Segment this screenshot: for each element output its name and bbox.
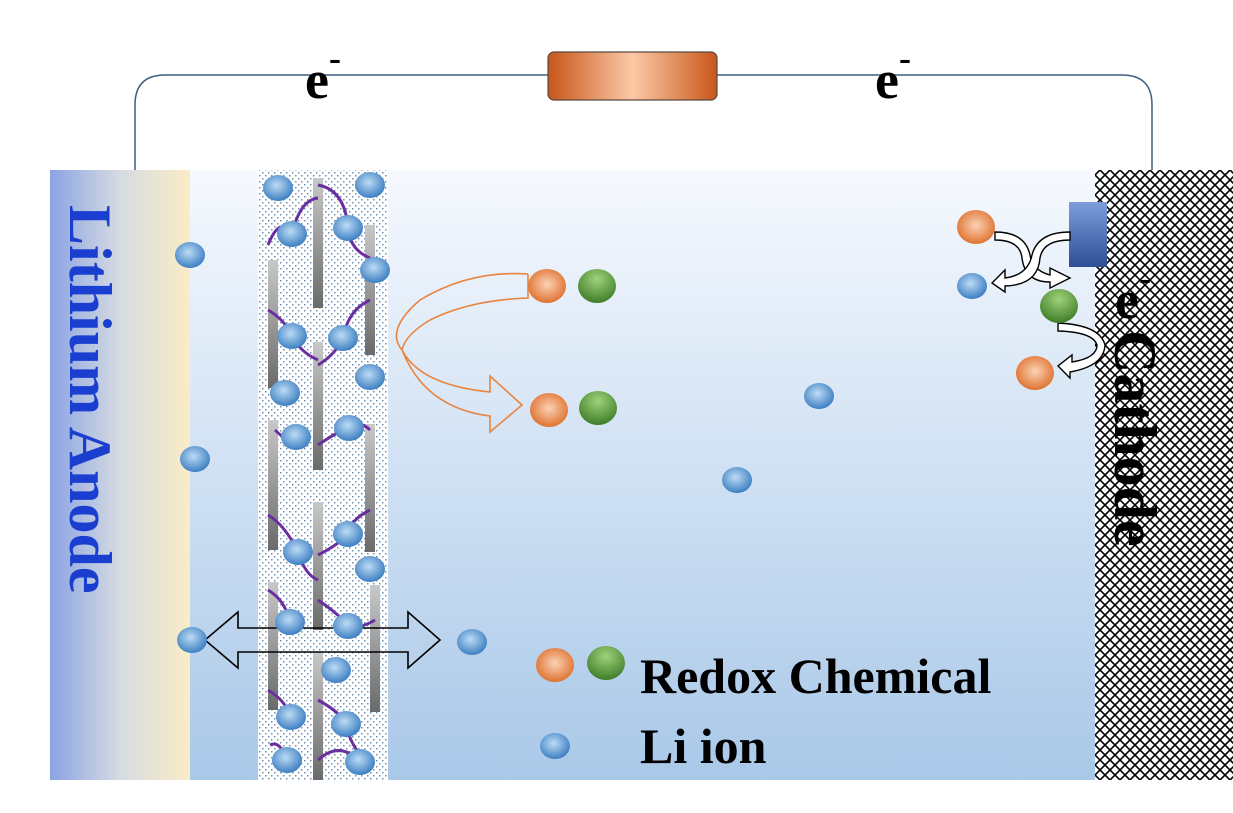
li-ion [331,711,361,737]
redox-reduced-molecule [1040,289,1078,323]
li-ion [281,424,311,450]
li-ion [333,613,363,639]
li-ion [345,749,375,775]
redox-oxidized-molecule [528,269,566,303]
cathode-label: Cathode [1102,330,1168,547]
li-ion [722,467,752,493]
li-ion [175,242,205,268]
redox-shuttle-arrow [395,272,529,434]
electron-label-right: e- [875,38,911,110]
resistor-load [547,51,718,101]
li-ion [180,446,210,472]
redox-oxidized-molecule [957,210,995,244]
electron-label-cathode: e- [1115,258,1151,330]
cathode [1095,170,1233,780]
legend-li-label: Li ion [640,718,767,774]
legend: Redox Chemical Li ion [536,646,991,774]
separator-fiber [365,225,375,355]
external-wire [134,74,1153,170]
separator-fiber [313,652,323,780]
li-ion [457,629,487,655]
li-ion [321,657,351,683]
electron-label-left: e- [305,38,341,110]
electrolyte [50,170,1096,780]
redox-oxidized-molecule [530,393,568,427]
legend-redox-reduced-swatch [587,646,625,680]
li-ion [804,383,834,409]
separator-fiber [268,260,278,388]
separator-fiber [313,178,323,308]
li-ion [277,323,307,349]
redox-reduced-molecule [578,269,616,303]
li-ion [177,627,207,653]
separator-fibers [268,178,380,780]
particles [175,172,1078,775]
li-ion [333,215,363,241]
li-transport-double-arrow [203,610,442,670]
separator-fiber [313,502,323,630]
separator-fiber [268,582,278,710]
li-ion [275,609,305,635]
separator-fiber [370,585,380,712]
li-ion [355,364,385,390]
redox-oxidized-molecule [1016,356,1054,390]
anode-label: Lithium Anode [57,205,123,593]
li-ion [272,747,302,773]
redox-reduced-molecule [579,391,617,425]
li-ion [355,172,385,198]
li-ion [334,415,364,441]
lithium-anode [50,170,190,780]
legend-redox-label: Redox Chemical [640,648,991,704]
separator-fiber [313,342,323,470]
li-ion [333,521,363,547]
separator-fiber [268,420,278,550]
li-ion [360,257,390,283]
li-ion [355,556,385,582]
li-ion [263,175,293,201]
li-ion [277,221,307,247]
cathode-reaction-arrows [990,231,1106,380]
separator-fiber [365,424,375,552]
li-ion [328,325,358,351]
li-ion [276,704,306,730]
li-ion [957,273,987,299]
li-ion [283,539,313,565]
cathode-current-collector [1069,202,1107,267]
legend-li-swatch [540,733,570,759]
li-ion [270,380,300,406]
legend-redox-oxidized-swatch [536,648,574,682]
